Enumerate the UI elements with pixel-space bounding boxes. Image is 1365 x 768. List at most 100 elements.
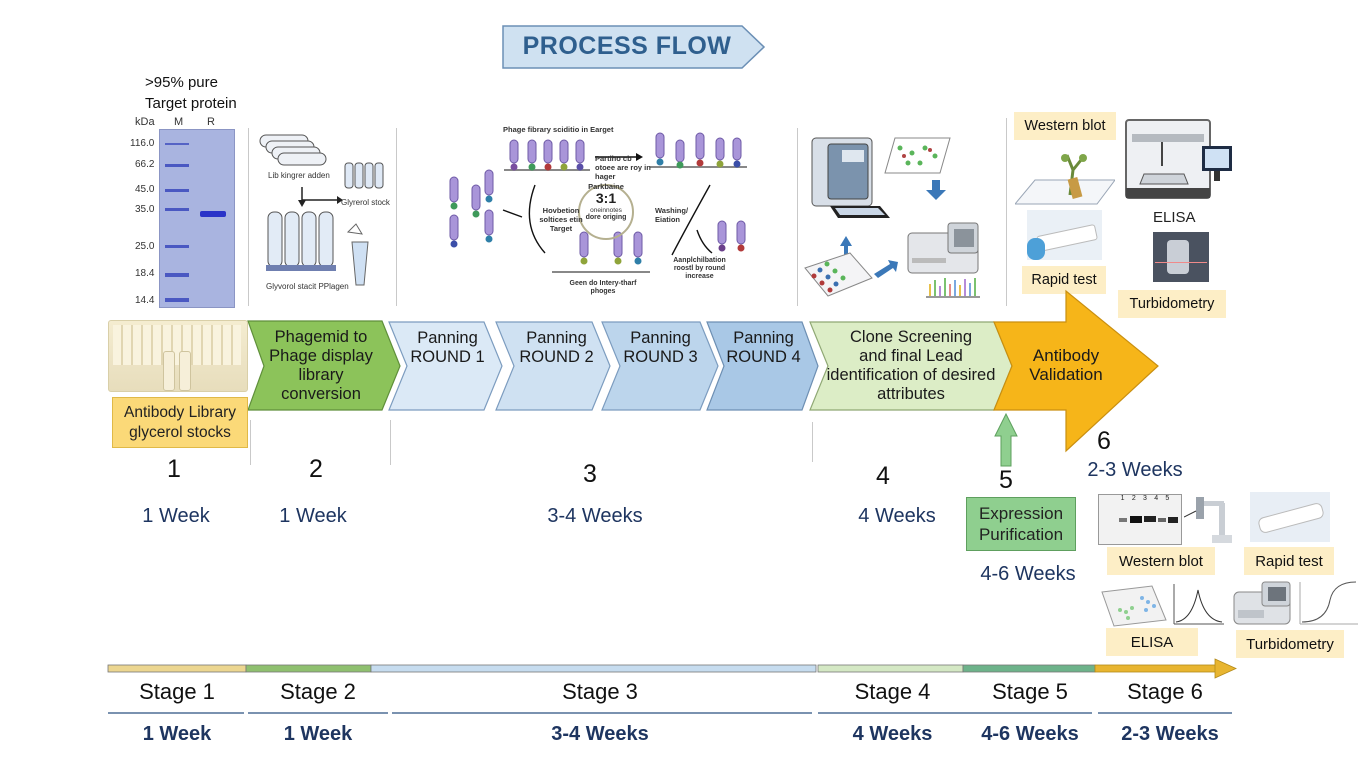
clone-line: and final Lead [859,347,963,365]
timeline-stage-2-duration: 1 Week [283,723,353,745]
target-protein-band [200,211,226,217]
turbidometer-and-curve [1233,581,1358,625]
expression-purification-box: Expression Purification [966,497,1076,551]
timeline-stage-5-duration: 4-6 Weeks [981,723,1079,745]
panning-line: ROUND 1 [410,348,485,366]
clone-line: identification of desired [826,366,996,384]
panning-label-top: Phage fibrary sciditio in Earget [503,125,614,134]
panning-center-sub1: oneinnotes [590,207,622,214]
clone-screening-illustration [804,137,980,298]
panning-line: Panning [526,329,587,347]
sds-page-gel [159,129,235,308]
gel-col-r: R [207,116,215,128]
validation-line: Antibody [1032,346,1100,365]
panning-label-bottom: Geen do Intery-tharf phoges [569,280,637,295]
timeline-stage-6-duration: 2-3 Weeks [1121,723,1219,745]
gel-heading-target: Target protein [145,95,237,112]
gel-marker-label: 116.0 [130,138,155,149]
gel-col-m: M [174,116,184,128]
blot-band [1158,518,1166,522]
timeline-stage-3-duration: 3-4 Weeks [551,723,649,745]
stage-duration-1: 1 Week [142,505,210,527]
rack-tube [179,351,191,391]
gel-lane-number: 4 [1154,495,1159,502]
marker-band [165,143,189,145]
timeline-stage-4-label: Stage 4 [854,679,931,704]
cuvette [1167,240,1189,274]
rack-tube [163,351,175,391]
timeline-underline [818,712,1092,714]
clone-screening-label: Clone Screening and final Lead identific… [818,328,1004,404]
phagemid-line: Phage display [269,347,373,365]
gel-marker-label: 18.4 [135,268,155,279]
clone-line: Clone Screening [850,328,972,346]
panning-line: Panning [630,329,691,347]
timeline-stage-1-duration: 1 Week [142,723,212,745]
timeline-stage-3-label: Stage 3 [562,679,638,704]
clone-line: attributes [877,385,945,403]
library-rack-image [108,320,248,392]
stage-number-2: 2 [309,455,323,483]
timeline-underline [1098,712,1232,714]
library-box-line: glycerol stocks [129,423,231,441]
timeline-stage-1-label: Stage 1 [139,679,215,704]
gel-marker-label: 25.0 [135,241,155,252]
panning-line: ROUND 3 [623,348,698,366]
elisa-robot-illustration [1125,119,1232,199]
stage-number-5: 5 [999,466,1013,494]
glove-hand [1027,238,1045,260]
blot-band [1130,516,1142,523]
phagemid-line: Phagemid to [274,328,368,346]
page-title: PROCESS FLOW [522,32,732,60]
gel-col-kda: kDa [135,116,155,128]
elisa-plate-and-curve [1101,584,1224,627]
panning-round-1-label: Panning ROUND 1 [400,328,495,368]
divider [390,420,391,465]
timeline-underline [108,712,244,714]
library-label-glycerol: Glyrerol stock [341,198,390,207]
marker-band [165,164,189,167]
gel-marker-label: 45.0 [135,184,155,195]
library-label-top: Lib kingrer adden [268,171,330,180]
antibody-validation-label: Antibody Validation [1018,344,1114,386]
timeline-segment-6 [1094,664,1218,673]
timeline-stage-2-label: Stage 2 [280,679,356,704]
panning-line: ROUND 4 [726,348,801,366]
marker-band [165,208,189,211]
tag-rapid-test-bottom: Rapid test [1244,547,1334,575]
tag-western-blot-bottom: Western blot [1107,547,1215,575]
process-flow-title-banner: PROCESS FLOW [502,25,766,69]
stage-duration-5: 4-6 Weeks [980,563,1076,585]
test-cassette [1257,501,1325,535]
stage-number-4: 4 [876,462,890,490]
tag-elisa-bottom: ELISA [1106,628,1198,656]
panning-line: ROUND 2 [519,348,594,366]
divider [1006,118,1007,306]
timeline-stage-5-label: Stage 5 [992,679,1068,704]
rapid-test-strip [1035,223,1099,253]
expression-line: Expression [978,504,1064,523]
pipette-robot-icon [1184,497,1232,543]
stage-number-3: 3 [583,460,597,488]
divider [250,420,251,465]
panning-cycle-illustration [449,132,747,273]
library-label-bottom: Glyvorol stacit PPlagen [266,282,349,291]
gel-marker-label: 14.4 [135,295,155,306]
gel-marker-label: 66.2 [135,159,155,170]
blot-band [1168,517,1178,523]
tag-turbidometry-top: Turbidometry [1118,290,1226,318]
divider [248,128,249,306]
marker-band [165,189,189,192]
marker-band [165,298,189,302]
phagemid-label: Phagemid to Phage display library conver… [262,326,380,406]
gel-lane-number: 2 [1131,495,1136,502]
western-blot-illustration [1015,154,1115,205]
timeline-arrowhead [1214,658,1237,679]
panning-label-washing: Washing/ Eiation [655,206,689,224]
divider [797,128,798,306]
title-arrow-shape [502,25,766,69]
rapid-test-cassette-image [1250,492,1330,542]
tag-western-blot-top: Western blot [1014,112,1116,140]
timeline-segment-4 [817,664,964,673]
western-blot-gel-image: 1 2 3 4 5 [1098,494,1182,545]
